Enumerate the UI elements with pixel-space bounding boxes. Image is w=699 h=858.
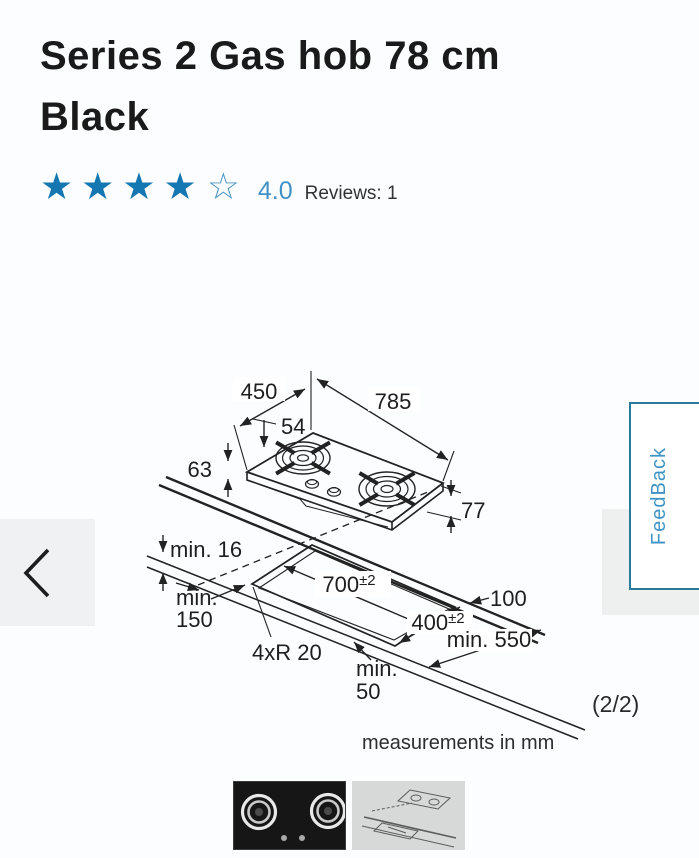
chevron-left-icon [23,548,50,597]
units-note: measurements in mm [362,732,555,754]
rating-value: 4.0 [257,177,293,205]
dim-63-label: 63 [188,457,212,482]
feedback-button[interactable]: FeedBack [629,402,699,590]
dimension-diagram: 785 450 54 63 77 min. 16 min. 150 4xR 20… [146,371,586,740]
thumbnail-dimension-drawing[interactable] [352,781,465,850]
dim-min50-label-1: min. [356,656,398,681]
hob-plate-drawing [244,432,445,531]
dim-corner-radius-label: 4xR 20 [252,640,322,665]
feedback-button-label: FeedBack [647,446,670,546]
thumbnail-product-photo[interactable] [233,781,347,850]
reviews-link[interactable]: Reviews: 1 [304,183,398,204]
dim-min50-label-2: 50 [356,679,380,704]
burner-left-drawing [275,440,331,476]
dim-min150-label-2: 150 [176,607,213,632]
label-backplates [233,377,532,651]
dim-54-label: 54 [281,414,305,439]
dim-785-label: 785 [375,389,412,414]
dim-700-label: 700±2 [322,572,375,597]
dim-400-label: 400±2 [411,610,464,635]
knobs-drawing [304,478,342,497]
product-title-line1: Series 2 Gas hob 78 cm [40,34,501,78]
dim-min150-label-1: min. [176,585,218,610]
star-outline-icon: ☆ [206,166,240,207]
page-indicator: (2/2) [592,691,640,717]
dim-min16-label: min. 16 [170,537,242,562]
star-filled-icons: ★★★★ [40,166,205,207]
dim-450-label: 450 [241,379,278,404]
rating-row: ★★★★ ☆ 4.0 Reviews: 1 [40,166,398,212]
product-title: Series 2 Gas hob 78 cm Black [40,26,640,148]
prev-button[interactable] [0,519,95,626]
dimension-labels: 785 450 54 63 77 min. 16 min. 150 4xR 20… [170,379,531,704]
dim-min550-label: min. 550 [447,627,531,652]
dim-100-label: 100 [490,586,527,611]
thumbnail-drawing-art [361,789,457,848]
dim-77-label: 77 [461,498,485,523]
thumbnail-hob-photo-art [240,792,347,841]
product-title-line2: Black [40,95,150,139]
burner-right-drawing [358,471,416,507]
